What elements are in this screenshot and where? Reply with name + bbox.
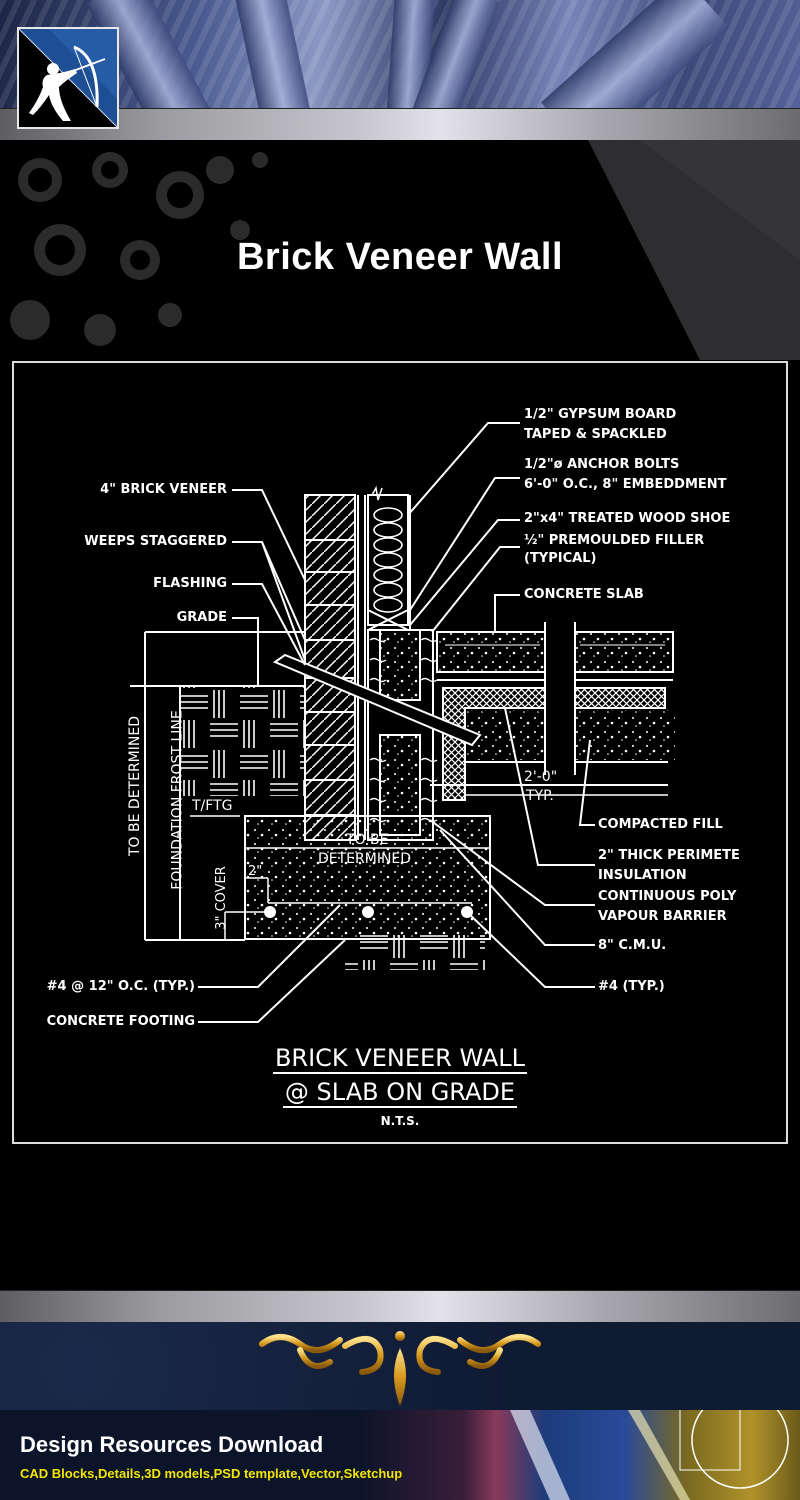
label-perimeter-insulation-2: INSULATION xyxy=(598,868,687,883)
label-rebar-typ: #4 (TYP.) xyxy=(598,979,665,994)
drawing-title-line-1: BRICK VENEER WALL xyxy=(272,1044,528,1074)
label-premoulded-filler: ½" PREMOULDED FILLER xyxy=(524,533,705,548)
concrete-slab-right xyxy=(574,631,674,673)
label-perimeter-insulation: 2" THICK PERIMETE xyxy=(598,848,740,863)
title-area xyxy=(0,140,800,360)
dim-footing-width-2: DETERMINED xyxy=(318,851,412,867)
footer-ornament-band xyxy=(0,1322,800,1414)
label-cmu: 8" C.M.U. xyxy=(598,938,667,953)
dim-footing-width-1: TO BE xyxy=(346,832,389,848)
header-banner xyxy=(0,0,800,155)
label-vapour-barrier: CONTINUOUS POLY xyxy=(598,889,737,904)
stud-wall-insulation xyxy=(367,494,409,626)
footer-banner xyxy=(0,1410,800,1500)
label-gypsum-board-2: TAPED & SPACKLED xyxy=(524,427,667,442)
label-concrete-slab: CONCRETE SLAB xyxy=(524,587,644,602)
dim-frost-line: FOUNDATION FROST LINE xyxy=(169,710,186,890)
perimeter-insulation xyxy=(442,687,546,801)
dim-cover-2in: 2" xyxy=(248,864,263,879)
label-compacted-fill: COMPACTED FILL xyxy=(598,817,723,832)
label-grade: GRADE xyxy=(176,610,227,625)
concrete-footing xyxy=(244,815,491,940)
concrete-slab-left xyxy=(436,631,546,673)
dim-tftg: T/FTG xyxy=(192,798,233,814)
label-flashing: FLASHING xyxy=(153,576,227,591)
drawing-title-line-2: @ SLAB ON GRADE xyxy=(282,1078,518,1108)
gold-flourish-icon xyxy=(259,1331,541,1406)
label-weeps-staggered: WEEPS STAGGERED xyxy=(84,534,227,549)
label-anchor-bolts: 1/2"ø ANCHOR BOLTS xyxy=(524,457,680,472)
footer-title[interactable]: Design Resources Download xyxy=(20,1432,324,1457)
dim-cover-3in: 3" COVER xyxy=(213,866,229,930)
cad-detail-drawing xyxy=(130,422,675,1023)
label-brick-veneer: 4" BRICK VENEER xyxy=(100,482,227,497)
page-title: Brick Veneer Wall xyxy=(236,236,564,278)
archer-logo-icon[interactable] xyxy=(17,27,119,129)
label-vapour-barrier-2: VAPOUR BARRIER xyxy=(598,909,727,924)
dim-to-be-determined: TO BE DETERMINED xyxy=(126,716,143,856)
dim-slab-typ: TYP. xyxy=(526,788,554,804)
label-concrete-footing: CONCRETE FOOTING xyxy=(46,1014,195,1029)
label-gypsum-board: 1/2" GYPSUM BOARD xyxy=(524,407,677,422)
footer-metal-bar xyxy=(0,1290,800,1324)
earth-fill-below-footing xyxy=(345,935,485,970)
dim-slab-2ft: 2'-0" xyxy=(524,769,558,785)
label-wood-shoe: 2"x4" TREATED WOOD SHOE xyxy=(524,511,731,526)
footer-subtitle: CAD Blocks,Details,3D models,PSD templat… xyxy=(20,1466,403,1481)
flashing-line xyxy=(272,653,482,747)
rebar-dot xyxy=(362,906,374,918)
label-anchor-bolts-2: 6'-0" O.C., 8" EMBEDDMENT xyxy=(524,477,727,492)
drawing-scale-note: N.T.S. xyxy=(380,1114,420,1128)
label-premoulded-filler-2: (TYPICAL) xyxy=(524,551,597,566)
label-rebar-12oc: #4 @ 12" O.C. (TYP.) xyxy=(46,979,195,994)
earth-fill xyxy=(180,686,305,796)
